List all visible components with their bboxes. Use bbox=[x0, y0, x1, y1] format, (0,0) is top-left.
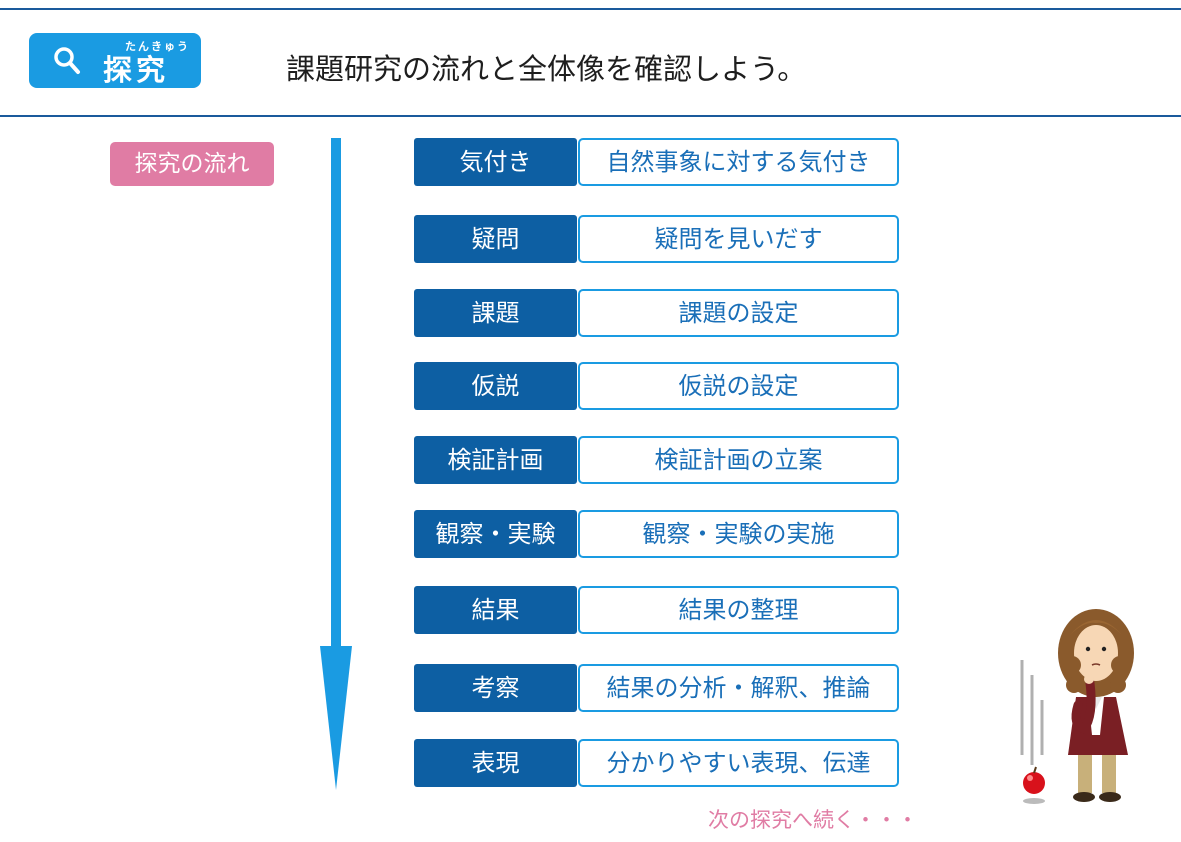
badge-label: 探究 bbox=[103, 53, 170, 87]
page-headline: 課題研究の流れと全体像を確認しよう。 bbox=[286, 52, 807, 86]
step-label: 観察・実験 bbox=[414, 510, 577, 558]
step-description: 分かりやすい表現、伝達 bbox=[578, 739, 899, 787]
step-description: 疑問を見いだす bbox=[578, 215, 899, 263]
search-icon bbox=[54, 47, 80, 74]
step-description: 検証計画の立案 bbox=[578, 436, 899, 484]
step-kadai: 課題 課題の設定 bbox=[414, 289, 899, 337]
top-rule bbox=[0, 8, 1181, 10]
step-description: 観察・実験の実施 bbox=[578, 510, 899, 558]
step-description: 結果の分析・解釈、推論 bbox=[578, 664, 899, 712]
step-label: 考察 bbox=[414, 664, 577, 712]
step-description: 自然事象に対する気付き bbox=[578, 138, 899, 186]
step-label: 疑問 bbox=[414, 215, 577, 263]
step-label: 検証計画 bbox=[414, 436, 577, 484]
step-description: 結果の整理 bbox=[578, 586, 899, 634]
step-kansatsu-jikken: 観察・実験 観察・実験の実施 bbox=[414, 510, 899, 558]
step-kensho-keikaku: 検証計画 検証計画の立案 bbox=[414, 436, 899, 484]
badge-ruby: たんきゅう bbox=[125, 40, 190, 53]
down-arrow-icon bbox=[320, 138, 352, 790]
step-kasetsu: 仮説 仮説の設定 bbox=[414, 362, 899, 410]
step-label: 結果 bbox=[414, 586, 577, 634]
step-description: 仮説の設定 bbox=[578, 362, 899, 410]
step-label: 仮説 bbox=[414, 362, 577, 410]
next-inquiry-note: 次の探究へ続く・・・ bbox=[708, 808, 918, 832]
step-label: 気付き bbox=[414, 138, 577, 186]
scientist-apple-illustration bbox=[1020, 609, 1134, 804]
step-kizuki: 気付き 自然事象に対する気付き bbox=[414, 138, 899, 186]
step-label: 表現 bbox=[414, 739, 577, 787]
step-kekka: 結果 結果の整理 bbox=[414, 586, 899, 634]
step-hyogen: 表現 分かりやすい表現、伝達 bbox=[414, 739, 899, 787]
flow-tag: 探究の流れ bbox=[110, 142, 274, 186]
step-kousatsu: 考察 結果の分析・解釈、推論 bbox=[414, 664, 899, 712]
header-rule bbox=[0, 115, 1181, 117]
step-gimon: 疑問 疑問を見いだす bbox=[414, 215, 899, 263]
step-description: 課題の設定 bbox=[578, 289, 899, 337]
step-label: 課題 bbox=[414, 289, 577, 337]
tankyu-badge: たんきゅう 探究 bbox=[29, 33, 201, 88]
